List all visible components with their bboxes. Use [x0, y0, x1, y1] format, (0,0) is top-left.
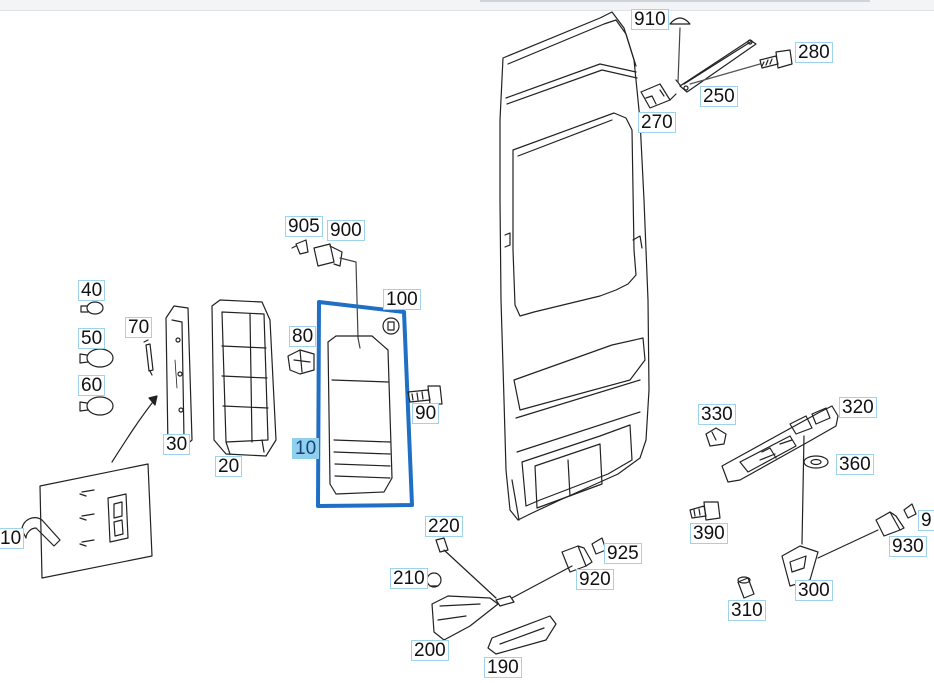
bulb-70 [143, 339, 154, 376]
tool-card [21, 463, 153, 579]
nut-100 [382, 317, 400, 335]
tail-lamp-highlight-frame[interactable] [316, 300, 414, 508]
callout-920[interactable]: 920 [576, 569, 614, 590]
screw-280 [689, 49, 793, 85]
callout-50[interactable]: 50 [78, 328, 106, 349]
callout-925[interactable]: 925 [604, 543, 642, 564]
plug-220 [435, 537, 497, 599]
callout-190[interactable]: 190 [484, 657, 522, 678]
toolbar-accent-line [480, 0, 870, 2]
lamp-housing-20 [211, 299, 277, 457]
callout-270[interactable]: 270 [638, 112, 676, 133]
callout-300[interactable]: 300 [795, 580, 833, 601]
callout-200[interactable]: 200 [411, 640, 449, 661]
top-toolbar-strip [0, 0, 934, 11]
callout-20[interactable]: 20 [215, 456, 243, 477]
callout-280[interactable]: 280 [795, 42, 833, 63]
callout-60[interactable]: 60 [78, 375, 106, 396]
callout-210[interactable]: 210 [390, 568, 428, 589]
socket-900 [313, 243, 359, 339]
callout-910[interactable]: 910 [631, 9, 669, 30]
cable-200-920 [511, 565, 573, 599]
handle-bar-250 [669, 17, 757, 93]
callout-30[interactable]: 30 [163, 434, 191, 455]
bulb-60 [79, 396, 114, 416]
callout-930[interactable]: 930 [889, 536, 927, 557]
screw-90 [407, 385, 443, 405]
install-arrow [111, 397, 157, 463]
rear-door-drawing [499, 11, 650, 521]
callout-330[interactable]: 330 [698, 404, 736, 425]
callout-310[interactable]: 310 [728, 600, 766, 621]
callout-40[interactable]: 40 [78, 280, 106, 301]
callout-390[interactable]: 390 [690, 523, 728, 544]
bulb-50 [79, 348, 114, 368]
bracket-270 [640, 83, 677, 109]
leader-320-300 [801, 435, 805, 545]
grommet-360 [803, 455, 829, 469]
callout-360[interactable]: 360 [836, 454, 874, 475]
socket-80 [287, 349, 315, 375]
license-lamp-300 [781, 545, 819, 587]
lens-190 [487, 615, 557, 655]
socket-920 [561, 545, 593, 573]
install-arrowhead [148, 395, 158, 406]
callout-900[interactable]: 900 [327, 220, 365, 241]
callout-100[interactable]: 100 [383, 289, 421, 310]
callout-220[interactable]: 220 [425, 516, 463, 537]
callout-10-tool[interactable]: 10 [0, 528, 25, 549]
cable-300-930 [817, 529, 879, 559]
callout-10-selected[interactable]: 10 [292, 438, 320, 459]
bulb-9 [903, 503, 917, 519]
socket-930 [875, 511, 905, 537]
callout-70[interactable]: 70 [125, 317, 153, 338]
bulb-210 [426, 572, 442, 588]
callout-90[interactable]: 90 [412, 403, 440, 424]
lamp-200 [431, 595, 515, 641]
bulb-40 [80, 301, 104, 315]
callout-250[interactable]: 250 [700, 86, 738, 107]
callout-320[interactable]: 320 [839, 397, 877, 418]
clip-330 [705, 427, 727, 447]
tail-lamp-10 [327, 335, 393, 495]
callout-905[interactable]: 905 [285, 216, 323, 237]
circuit-board-30 [165, 305, 193, 453]
bulb-310 [737, 576, 755, 599]
callout-80[interactable]: 80 [289, 326, 317, 347]
callout-9[interactable]: 9 [918, 510, 934, 531]
handle-320 [721, 405, 839, 483]
screw-390 [689, 501, 721, 521]
bulb-905 [291, 239, 309, 255]
